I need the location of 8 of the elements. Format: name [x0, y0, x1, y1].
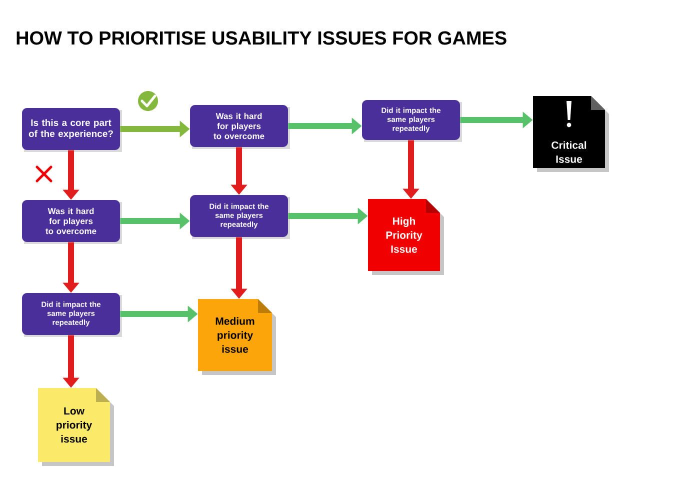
- question-box: Is this a core part of the experience?: [22, 108, 122, 152]
- question-box: Was it hard for players to overcome: [22, 200, 122, 244]
- question-box: Was it hard for players to overcome: [190, 105, 290, 149]
- issue-card: Critical Issue: [533, 96, 609, 172]
- issue-card: High Priority Issue: [368, 199, 444, 275]
- title: HOW TO PRIORITISE USABILITY ISSUES FOR GAMES: [16, 31, 506, 45]
- issue-card: Low priority issue: [38, 388, 114, 466]
- issue-card: Medium priority issue: [198, 299, 276, 375]
